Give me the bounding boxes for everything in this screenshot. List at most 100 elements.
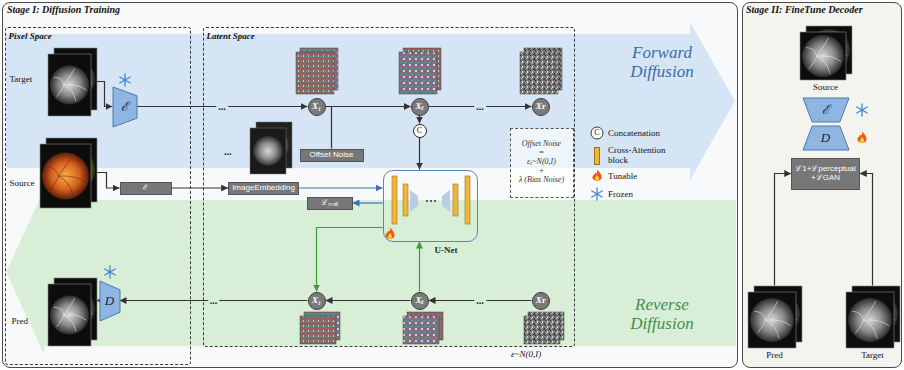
angiogram-image [48, 48, 97, 116]
noise-box: Offset Noise [300, 149, 364, 162]
cross-attention-bar [403, 184, 408, 216]
fire-icon [592, 170, 601, 181]
flow-arrow [317, 228, 383, 292]
angiogram-image [816, 37, 828, 55]
latent-map [296, 52, 334, 94]
node-text: Pixel Space [9, 31, 52, 41]
node-text: Target [10, 74, 33, 84]
angiogram-image [863, 320, 877, 338]
snowflake-icon [592, 188, 602, 200]
node-text: Pred [766, 350, 783, 360]
legend-swatch [594, 147, 600, 165]
reverse-band [6, 190, 736, 354]
encoder-block: ℰ [120, 182, 172, 195]
unet-layer [410, 190, 418, 212]
angiogram-image: Source [800, 26, 852, 96]
angiogram-image [855, 320, 863, 333]
cross-attention-bar [465, 176, 470, 224]
formula-box: Offset Noise=εₜ~N(0,I)+λ (Bias Noise) [510, 128, 574, 198]
node-text: Offset Noise [310, 150, 354, 159]
node-text: D [821, 131, 830, 144]
angiogram-image [63, 85, 75, 101]
angiogram-image [809, 56, 817, 69]
latent-state: Xᴛ [532, 292, 550, 310]
angiogram-image [800, 26, 852, 80]
node-text: = [539, 149, 544, 158]
angiogram-image [846, 286, 900, 348]
flow-arrow [419, 116, 420, 124]
node-text: Target [861, 350, 884, 360]
embedding-stack [253, 136, 283, 166]
node-text: X₁ [312, 102, 321, 111]
unet-layer [430, 200, 432, 202]
node-text: C [417, 127, 422, 135]
snowflake-icon [105, 266, 115, 278]
node-text: Xₜ [415, 296, 423, 305]
flow-arrow [326, 300, 411, 301]
angiogram-image [63, 298, 74, 315]
fundus-image [42, 152, 89, 199]
embedding-stack [250, 122, 292, 174]
noise-map [520, 52, 558, 94]
node-text: Source [813, 82, 838, 92]
legend-row: Tunable [584, 171, 734, 181]
node-text: ℒₘₛₑ [321, 198, 338, 207]
snowflake-icon [857, 104, 867, 116]
edge-label-holder: ... [474, 296, 486, 306]
angiogram-image [63, 84, 86, 89]
snowflake-icon [120, 74, 130, 86]
angiogram-image [846, 292, 894, 348]
space-region: X₁XₜXᴛCImageEmbeddingOffset NoiseℒₘₛₑU-N… [203, 27, 575, 347]
fundus-image [40, 144, 91, 208]
angiogram-image [848, 298, 892, 342]
angiogram-image [48, 278, 97, 346]
label-holder: ε~N(0,I) [511, 349, 541, 359]
angiogram-image [50, 65, 89, 104]
latent-map [399, 52, 437, 94]
node-text: D [105, 294, 114, 307]
concat-node: C [413, 124, 427, 138]
angiogram-image [48, 54, 91, 116]
cross-attention-bar [392, 176, 397, 224]
fundus-image [49, 176, 58, 190]
decoder-block [100, 281, 120, 321]
angiogram-image [802, 35, 844, 77]
unet-layer [442, 190, 450, 212]
angiogram-image [816, 55, 840, 61]
angiogram-image [748, 286, 802, 348]
node-text: Xᴛ [536, 102, 546, 111]
forward-band [6, 22, 735, 180]
legend-row: Concatenation [584, 128, 734, 138]
angiogram-image [806, 47, 817, 55]
angiogram-image [765, 301, 777, 320]
angiogram-image [852, 311, 863, 320]
fire-icon [857, 132, 866, 143]
node-text: Xᴛ [536, 296, 546, 305]
fundus-image [58, 155, 71, 175]
space-region: TargetSourcePredℰℰDPixel Space [5, 27, 191, 365]
latent-state: X₁ [308, 98, 326, 116]
unet-layer [410, 190, 450, 212]
flow-arrow [172, 187, 229, 188]
stage-direction: Reverse Diffusion [612, 296, 712, 333]
node-text: X₁ [312, 296, 321, 305]
panel-fill [2, 2, 738, 368]
latent-map [296, 48, 443, 344]
angiogram-image: Target [846, 286, 900, 366]
fundus-image [46, 166, 58, 175]
node-text: ℰ [121, 100, 129, 113]
latent-map [403, 316, 439, 344]
stage-direction: Forward Diffusion [612, 44, 712, 81]
angiogram-image [63, 68, 74, 85]
node-text: ℰ [822, 103, 830, 116]
node-text: λ (Bias Noise) [519, 176, 564, 185]
legend: ConcatenationCross-Attention blockTunabl… [584, 128, 734, 208]
legend-row: Cross-Attention block [584, 145, 734, 166]
unet-block: U-Net [383, 170, 478, 260]
noise-map [524, 316, 560, 344]
decoder-block [803, 126, 849, 150]
angiogram-image [48, 284, 91, 346]
flow-arrow [97, 173, 120, 189]
node-text: Source [10, 178, 35, 188]
